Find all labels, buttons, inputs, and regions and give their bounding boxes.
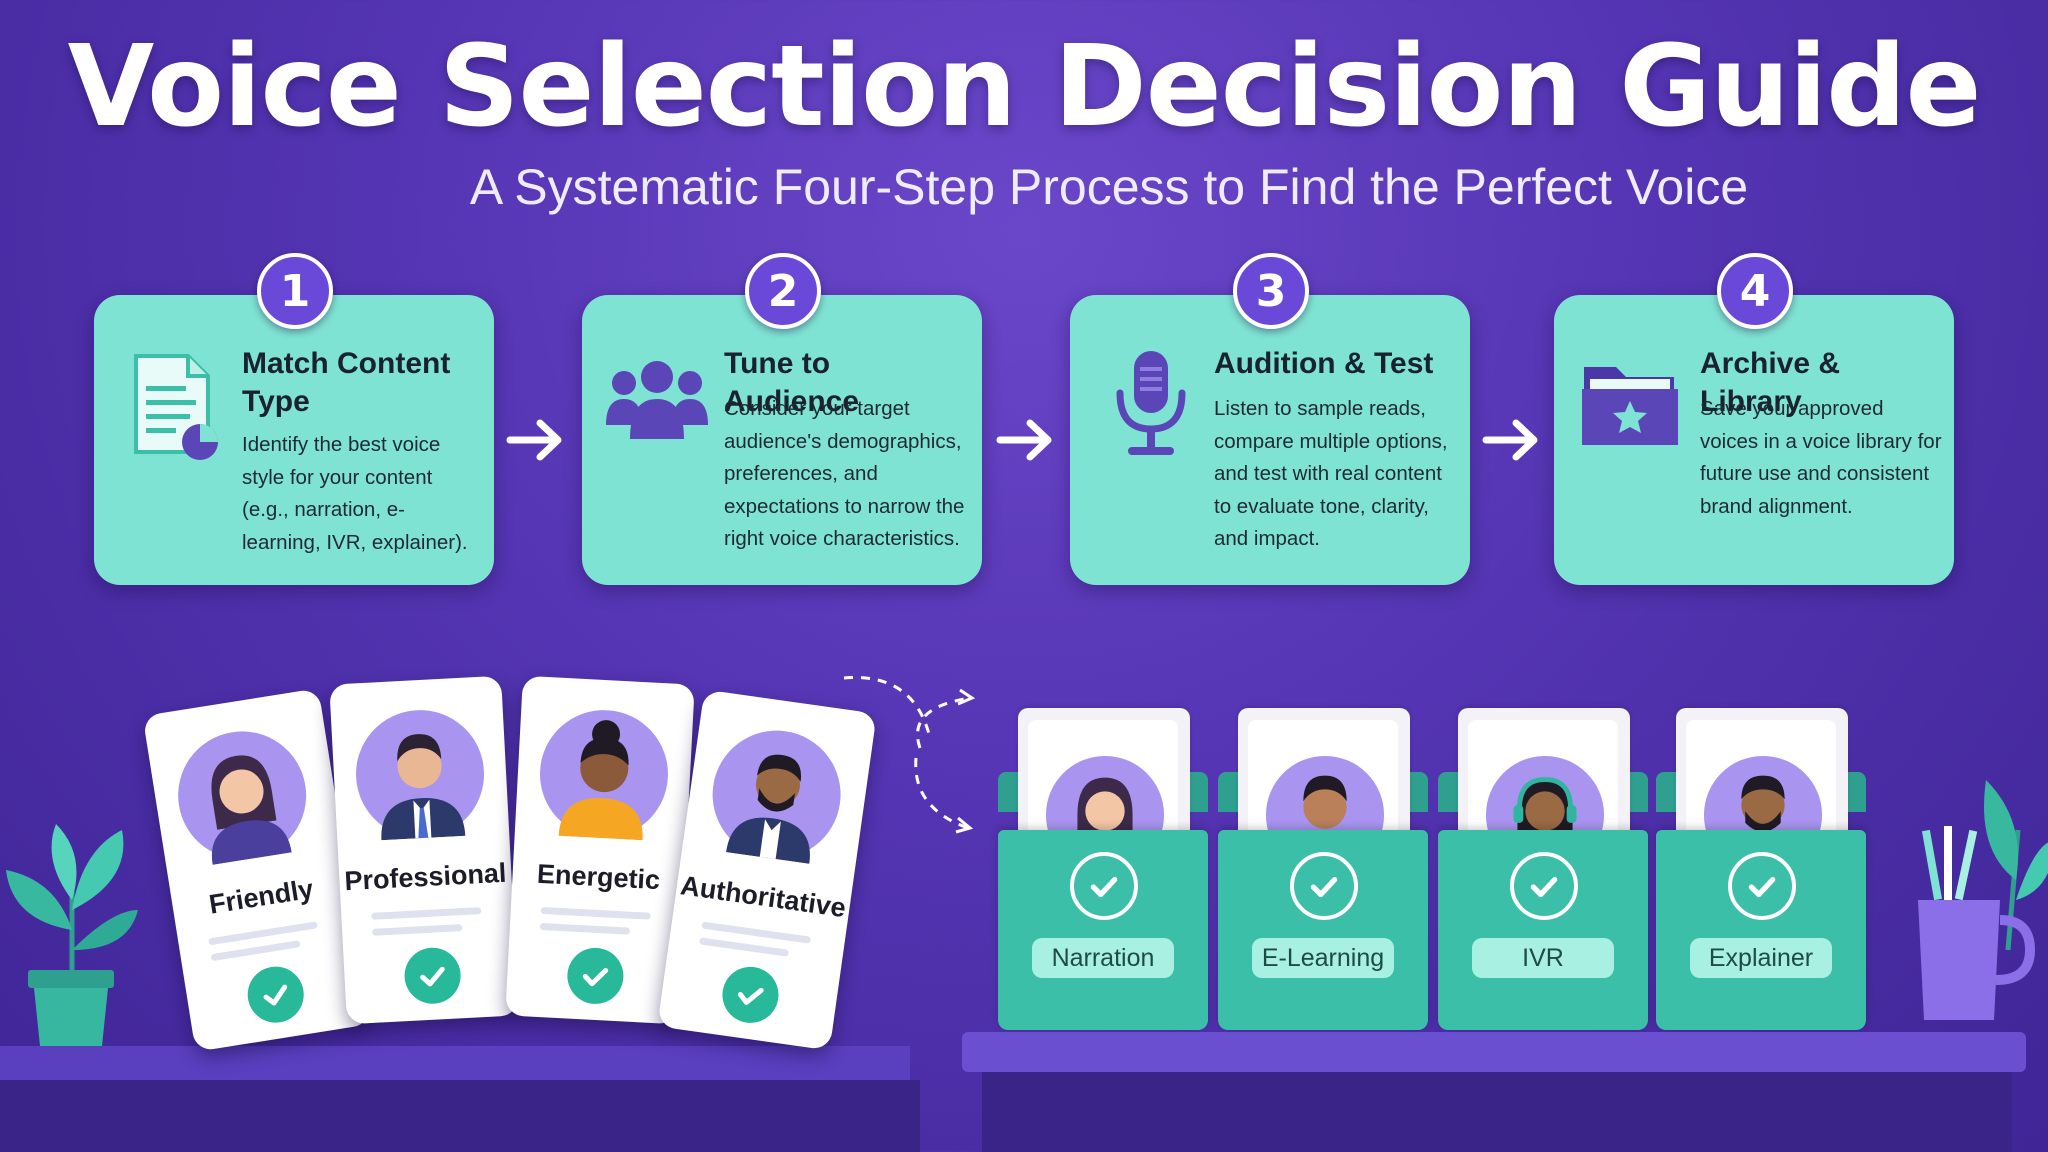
step-card-4: 4 Archive & Library Save your approved v… (1554, 253, 1954, 585)
library-folder-narration[interactable]: Narration (998, 700, 1208, 1030)
folder-label: Narration (1032, 938, 1174, 978)
check-icon (1290, 852, 1358, 920)
step-number-badge: 4 (1717, 253, 1793, 329)
text-line (372, 924, 463, 936)
shelf-left-front (0, 1080, 920, 1152)
voice-card-professional[interactable]: Professional (329, 675, 519, 1025)
step-title: Match Content Type (242, 347, 451, 418)
voice-card-friendly[interactable]: Friendly (142, 688, 372, 1052)
step-title: Tune to Audience (724, 347, 860, 418)
text-line (371, 907, 482, 920)
text-line (540, 906, 651, 920)
step-title: Archive & Library (1700, 347, 1841, 418)
plant-icon (6, 824, 138, 1046)
check-icon (718, 963, 783, 1027)
voice-card-label: Friendly (207, 873, 316, 920)
folder-label: Explainer (1690, 938, 1832, 978)
text-line (539, 922, 630, 935)
avatar-male-icon (712, 730, 841, 864)
step-title: Audition & Test (1214, 347, 1434, 380)
library-folder-e-learning[interactable]: E-Learning (1218, 700, 1428, 1030)
folder-front: Explainer (1656, 830, 1866, 1030)
arrow-right-icon (506, 419, 562, 461)
document-icon (134, 354, 218, 460)
voice-card-label: Authoritative (678, 870, 848, 924)
microphone-icon (1116, 351, 1186, 455)
arrow-right-icon (1482, 419, 1538, 461)
voice-card-label: Energetic (536, 858, 661, 896)
shelf-right (962, 1032, 2026, 1072)
folder-front: E-Learning (1218, 830, 1428, 1030)
library-folder-ivr[interactable]: IVR (1438, 700, 1648, 1030)
text-line (208, 921, 318, 946)
folder-label: E-Learning (1252, 938, 1394, 978)
step-description: Save your approved voices in a voice lib… (1700, 397, 1942, 518)
check-icon (1070, 852, 1138, 920)
plant-icon (1918, 780, 2048, 1020)
folder-front: Narration (998, 830, 1208, 1030)
dashed-arrow-icon (843, 676, 976, 834)
page-subtitle: A Systematic Four-Step Process to Find t… (469, 159, 1749, 215)
step-number-badge: 2 (745, 253, 821, 329)
step-description: Identify the best voice style for your c… (242, 433, 468, 554)
check-icon (1510, 852, 1578, 920)
voice-card-label: Professional (343, 857, 508, 897)
step-card-2: 2 Tune to Audience Consider your target … (582, 253, 982, 585)
check-icon (243, 962, 308, 1027)
step-description: Consider your target audience's demograp… (724, 397, 965, 550)
step-number-badge: 3 (1233, 253, 1309, 329)
step-number-badge: 1 (257, 253, 333, 329)
arrow-right-icon (996, 419, 1052, 461)
shelf-right-front (982, 1072, 2012, 1152)
avatar-male-icon (356, 710, 485, 841)
avatar-female-icon (178, 731, 307, 865)
check-icon (1728, 852, 1796, 920)
text-line (210, 940, 301, 962)
voice-card-authoritative[interactable]: Authoritative (657, 689, 877, 1051)
audience-icon (606, 361, 708, 439)
folder-star-icon (1582, 367, 1678, 445)
shelf-left (0, 1046, 910, 1080)
folder-label: IVR (1472, 938, 1614, 978)
folder-front: IVR (1438, 830, 1648, 1030)
library-folder-explainer[interactable]: Explainer (1656, 700, 1866, 1030)
check-icon (565, 946, 625, 1006)
voice-card-energetic[interactable]: Energetic (505, 675, 695, 1025)
avatar-female-icon (539, 710, 668, 841)
text-line (699, 937, 790, 957)
step-description: Listen to sample reads, compare multiple… (1214, 397, 1448, 550)
page-title: Voice Selection Decision Guide (67, 22, 1982, 152)
step-card-1: 1 Match Content Type Identify the best v… (94, 253, 494, 585)
step-card-3: 3 Audition & Test Listen to sample reads… (1070, 253, 1470, 585)
check-icon (403, 946, 463, 1006)
